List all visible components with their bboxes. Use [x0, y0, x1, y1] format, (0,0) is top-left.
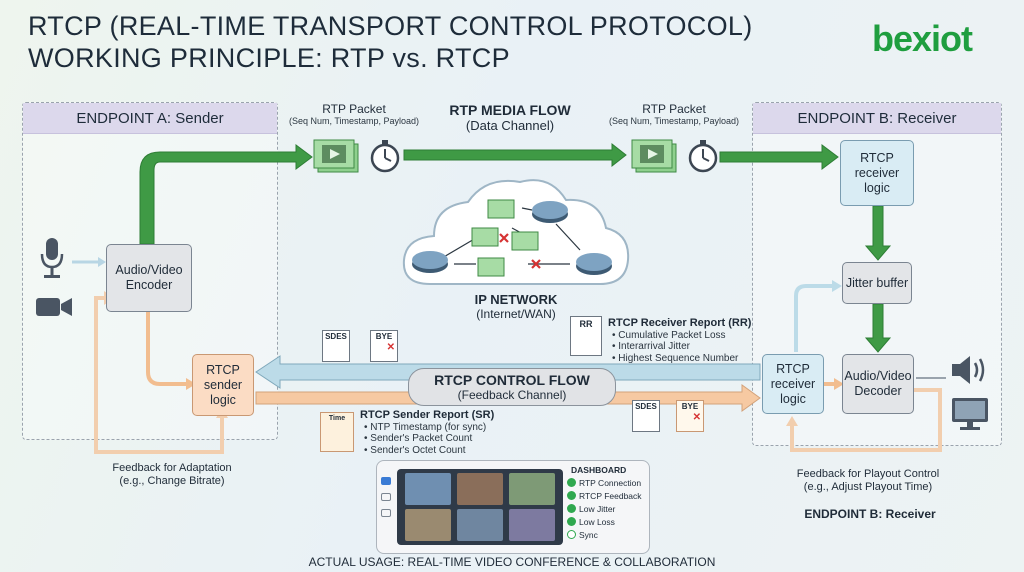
bye-label: BYE — [375, 332, 393, 341]
bye-doc-icon-lower: BYE ✕ — [676, 400, 704, 432]
rtcp-receiver-logic-mid: RTCP receiver logic — [762, 354, 824, 414]
ip-network-cloud — [402, 179, 630, 285]
rtp-packet-label-1: RTP Packet — [322, 102, 386, 116]
sr-item: • Sender's Octet Count — [364, 444, 466, 456]
rr-doc-icon: RR — [570, 316, 602, 356]
conference-dashboard: DASHBOARD RTP Connection RTCP Feedback L… — [376, 460, 650, 554]
check-icon — [567, 478, 576, 487]
monitor-icon — [952, 398, 988, 430]
router-icon — [412, 201, 612, 275]
feedback-playout-label: Feedback for Playout Control (e.g., Adju… — [786, 468, 950, 494]
status-item: RTCP Feedback — [567, 491, 642, 501]
rtcp-receiver-logic-top: RTCP receiver logic — [840, 140, 914, 206]
sdes-label-lower: SDES — [635, 402, 657, 411]
chat-icon[interactable] — [381, 493, 391, 501]
receiver-report: RTCP Receiver Report (RR) • Cumulative P… — [608, 317, 752, 364]
participant-tile — [457, 473, 503, 505]
feedback-a-line2: (e.g., Change Bitrate) — [119, 475, 225, 487]
rtp-packet-sub-2: (Seq Num, Timestamp, Payload) — [608, 116, 740, 126]
rtp-flow-title: RTP MEDIA FLOW — [449, 102, 571, 118]
receiver-report-title: RTCP Receiver Report (RR) — [608, 317, 752, 329]
status-label: Low Jitter — [579, 504, 616, 514]
brand-logo: bexiot — [872, 18, 973, 60]
packet-mini-icon — [471, 199, 539, 277]
rr-item: • Highest Sequence Number — [612, 352, 739, 364]
sr-item: • NTP Timestamp (for sync) — [364, 421, 487, 433]
video-icon[interactable] — [381, 477, 391, 485]
camera-icon — [36, 298, 72, 316]
sr-icon-label: Time — [328, 415, 346, 422]
rtp-packet-label-2: RTP Packet — [642, 102, 706, 116]
rr-item: • Interarrival Jitter — [612, 341, 690, 352]
rr-icon-label: RR — [579, 319, 593, 329]
participant-tile — [509, 473, 555, 505]
status-item: Sync — [567, 530, 642, 540]
check-icon — [567, 517, 576, 526]
ip-network-sub: (Internet/WAN) — [476, 307, 556, 321]
status-item: Low Loss — [567, 517, 642, 527]
rtp-flow-arrow — [139, 142, 892, 353]
page-title: RTCP (REAL-TIME TRANSPORT CONTROL PROTOC… — [28, 10, 753, 74]
sync-icon — [567, 530, 576, 539]
logo-text: bexiot — [872, 18, 973, 59]
sdes-doc-icon: SDES — [322, 330, 350, 362]
rtp-packet-icon-2 — [631, 139, 677, 173]
rtp-packet-sub-1: (Seq Num, Timestamp, Payload) — [288, 116, 420, 126]
share-icon[interactable] — [381, 509, 391, 517]
ip-network-title: IP NETWORK — [474, 292, 558, 307]
stopwatch-icon-1 — [370, 140, 400, 173]
rtcp-sender-logic: RTCP sender logic — [192, 354, 254, 416]
stopwatch-icon-2 — [688, 140, 718, 173]
status-label: Low Loss — [579, 517, 615, 527]
participant-tile — [509, 509, 555, 541]
endpoint-a-header: ENDPOINT A: Sender — [23, 103, 277, 134]
status-item: Low Jitter — [567, 504, 642, 514]
audio-video-encoder: Audio/Video Encoder — [106, 244, 192, 312]
speaker-icon — [952, 356, 985, 384]
feedback-b-line1: Feedback for Playout Control — [796, 468, 940, 480]
sr-doc-icon: Time — [320, 412, 354, 452]
check-icon — [567, 491, 576, 500]
rtp-flow-sub: (Data Channel) — [465, 118, 555, 133]
sr-item: • Sender's Packet Count — [364, 433, 473, 444]
close-icon: ✕ — [386, 342, 395, 353]
endpoint-b-header: ENDPOINT B: Receiver — [753, 103, 1001, 134]
sidebar-icons — [381, 477, 393, 517]
participant-tile — [405, 509, 451, 541]
sdes-doc-icon-lower: SDES — [632, 400, 660, 432]
bye-label-lower: BYE — [681, 402, 699, 411]
status-label: RTP Connection — [579, 478, 642, 488]
title-line-1: RTCP (REAL-TIME TRANSPORT CONTROL PROTOC… — [28, 11, 753, 41]
rtp-packet-icon-1 — [313, 139, 359, 173]
sender-report: RTCP Sender Report (SR) • NTP Timestamp … — [360, 409, 495, 456]
usage-caption: ACTUAL USAGE: REAL-TIME VIDEO CONFERENCE… — [308, 555, 716, 569]
microphone-icon — [40, 238, 64, 278]
participant-tile — [405, 473, 451, 505]
close-icon: ✕ — [692, 412, 701, 423]
status-item: RTP Connection — [567, 478, 642, 488]
audio-video-decoder: Audio/Video Decoder — [842, 354, 914, 414]
sender-report-title: RTCP Sender Report (SR) — [360, 409, 495, 421]
feedback-a-line1: Feedback for Adaptation — [112, 462, 232, 474]
feedback-adaptation-label: Feedback for Adaptation (e.g., Change Bi… — [92, 462, 252, 488]
check-icon — [567, 504, 576, 513]
endpoint-b-footer: ENDPOINT B: Receiver — [804, 507, 936, 521]
rr-item: • Cumulative Packet Loss — [612, 329, 726, 341]
dashboard-title: DASHBOARD — [571, 465, 627, 475]
dashboard-status: DASHBOARD RTP Connection RTCP Feedback L… — [567, 465, 642, 540]
rtcp-control-flow-pill: RTCP CONTROL FLOW (Feedback Channel) — [408, 368, 616, 406]
video-grid — [397, 469, 563, 545]
jitter-buffer: Jitter buffer — [842, 262, 912, 304]
status-label: Sync — [579, 530, 598, 540]
status-label: RTCP Feedback — [579, 491, 642, 501]
bye-doc-icon: BYE ✕ — [370, 330, 398, 362]
sdes-label: SDES — [325, 332, 347, 341]
rtcp-flow-title: RTCP CONTROL FLOW — [434, 372, 590, 388]
title-line-2: WORKING PRINCIPLE: RTP vs. RTCP — [28, 43, 510, 73]
participant-tile — [457, 509, 503, 541]
feedback-b-line2: (e.g., Adjust Playout Time) — [803, 481, 933, 493]
rtcp-flow-sub: (Feedback Channel) — [457, 388, 567, 402]
